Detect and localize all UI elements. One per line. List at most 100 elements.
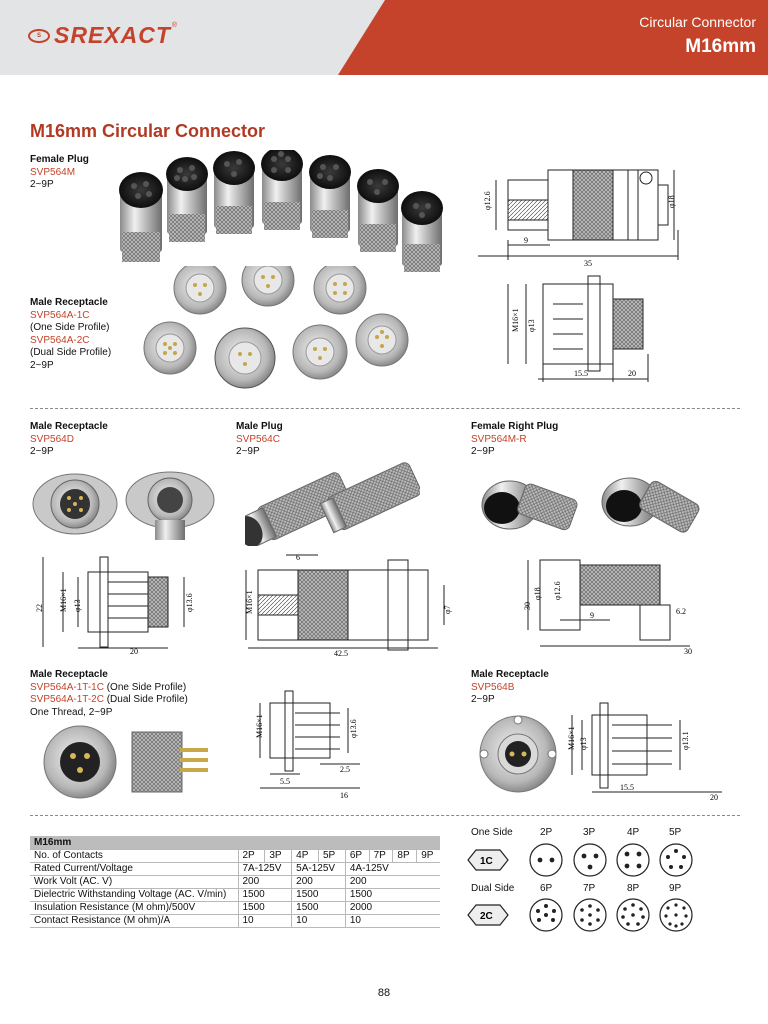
- dim-text: 20: [628, 369, 636, 378]
- dim-text: 30: [523, 602, 532, 610]
- dim-text: 35: [584, 259, 592, 268]
- dim-text: 20: [710, 793, 718, 802]
- male-receptacle-1-title: Male Receptacle: [30, 297, 108, 308]
- male-receptacle-1-desc1: (One Side Profile): [30, 322, 110, 333]
- female-plug-block: Female Plug SVP564M 2~9P: [30, 154, 89, 192]
- female-right-plug-block: Female Right Plug SVP564M-R 2~9P: [471, 421, 558, 459]
- female-right-plug-title: Female Right Plug: [471, 421, 559, 432]
- dim-text: M16×1: [255, 714, 264, 738]
- male-plug-part: SVP564C: [236, 433, 280, 445]
- female-right-plug-part: SVP564M-R: [471, 433, 527, 445]
- section-divider: [30, 408, 740, 409]
- pin-label: 8P: [627, 883, 640, 894]
- male-receptacle-b-photo: [479, 715, 557, 793]
- dim-text: φ13: [73, 599, 82, 612]
- male-receptacle-b-range: 2~9P: [471, 694, 495, 705]
- dim-text: φ13.6: [185, 593, 194, 612]
- spec-label: Dielectric Withstanding Voltage (AC. V/m…: [30, 888, 238, 902]
- male-receptacle-d-image: [32, 471, 215, 540]
- male-receptacle-1-range: 2~9P: [30, 359, 54, 371]
- male-receptacle-t-title: Male Receptacle: [30, 669, 108, 680]
- one-side-badge-text: 1C: [480, 856, 493, 867]
- spec-label: Work Volt (AC. V): [30, 875, 238, 889]
- spec-cell: 7A-125V: [237, 862, 292, 876]
- dim-text: 9: [524, 236, 528, 245]
- spec-cell: 1500: [237, 901, 292, 915]
- spec-cell: 7P: [368, 849, 393, 863]
- dim-text: 5.5: [280, 777, 290, 786]
- male-plug-image: [245, 462, 420, 546]
- female-plug-range: 2~9P: [30, 179, 54, 190]
- dim-text: 6.2: [676, 607, 686, 616]
- spec-cell: 200: [291, 875, 346, 889]
- male-receptacle-b-block: Male Receptacle SVP564B 2~9P: [471, 669, 549, 707]
- female-plug-image: [119, 150, 443, 272]
- table-row: Rated Current/Voltage 7A-125V 5A-125V 4A…: [30, 862, 440, 876]
- dim-text: φ18: [533, 587, 542, 600]
- dim-text: 42.5: [334, 649, 348, 658]
- table-row: Contact Resistance (M ohm)/A 10 10 10: [30, 914, 440, 928]
- pin-label: 2P: [540, 827, 553, 838]
- section-divider: [30, 815, 740, 816]
- spec-cell: 2P: [237, 849, 265, 863]
- table-row: Dielectric Withstanding Voltage (AC. V/m…: [30, 888, 440, 902]
- male-receptacle-t-part2: SVP564A-1T-2C: [30, 694, 104, 705]
- spec-cell: 9P: [416, 849, 440, 863]
- spec-cell: 1500: [237, 888, 292, 902]
- table-row: Insulation Resistance (M ohm)/500V 1500 …: [30, 901, 440, 915]
- spec-cell: 2000: [344, 901, 440, 915]
- spec-cell: 10: [291, 914, 346, 928]
- dim-text: 30: [684, 647, 692, 656]
- dim-text: M16×1: [245, 590, 254, 614]
- dim-text: 2.5: [340, 765, 350, 774]
- pin-label: 7P: [583, 883, 596, 894]
- spec-cell: 5A-125V: [291, 862, 346, 876]
- female-plug-photo: [119, 150, 443, 272]
- male-receptacle-t-desc1: (One Side Profile): [106, 681, 187, 693]
- female-plug-title: Female Plug: [30, 154, 89, 165]
- dim-text: 20: [130, 647, 138, 656]
- dim-text: 6: [296, 553, 300, 562]
- dual-side-badge-text: 2C: [480, 911, 493, 922]
- spec-cell: 1500: [291, 901, 346, 915]
- one-side-label: One Side: [471, 827, 513, 838]
- spec-table-title: M16mm: [30, 836, 440, 850]
- dim-text: 16: [340, 791, 348, 800]
- dim-text: φ13.1: [681, 731, 690, 750]
- table-row: No. of Contacts 2P 3P 4P 5P 6P 7P 8P 9P: [30, 849, 440, 863]
- male-plug-photo: [245, 462, 420, 546]
- spec-cell: 200: [344, 875, 440, 889]
- male-receptacle-d-drawing: 22 M16×1 φ13 φ13.6 20: [35, 556, 194, 656]
- male-receptacle-b-image: [479, 715, 557, 793]
- spec-cell: 4P: [291, 849, 319, 863]
- spec-cell: 200: [237, 875, 292, 889]
- female-right-plug-range: 2~9P: [471, 446, 495, 457]
- male-receptacle-1-desc2: (Dual Side Profile): [30, 347, 112, 358]
- male-receptacle-image: [143, 266, 409, 389]
- male-receptacle-b-part: SVP564B: [471, 681, 515, 693]
- brand-name: SREXACT: [54, 22, 171, 48]
- dim-text: M16×1: [511, 308, 520, 332]
- spec-label: No. of Contacts: [30, 849, 238, 863]
- male-receptacle-b-title: Male Receptacle: [471, 669, 549, 680]
- spec-label: Insulation Resistance (M ohm)/500V: [30, 901, 238, 915]
- page-title: M16mm Circular Connector: [30, 121, 266, 141]
- male-plug-block: Male Plug SVP564C 2~9P: [236, 421, 283, 459]
- one-side-badge-icon: [467, 849, 509, 871]
- dim-text: 9: [590, 611, 594, 620]
- male-receptacle-t-image: [43, 725, 208, 799]
- dim-text: φ12.6: [483, 191, 492, 210]
- male-receptacle-t-photo: [43, 725, 208, 799]
- spec-label: Contact Resistance (M ohm)/A: [30, 914, 238, 928]
- dim-text: φ13: [527, 319, 536, 332]
- male-receptacle-d-photo: [32, 471, 215, 540]
- spec-cell: 5P: [318, 849, 346, 863]
- spec-cell: 1500: [344, 888, 440, 902]
- dim-text: φ7: [443, 605, 452, 614]
- spec-cell: 6P: [344, 849, 370, 863]
- dim-text: 22: [35, 604, 44, 612]
- male-receptacle-d-part: SVP564D: [30, 433, 74, 445]
- dim-text: φ13: [579, 737, 588, 750]
- logo-badge-icon: S: [28, 28, 50, 43]
- pin-label: 6P: [540, 883, 553, 894]
